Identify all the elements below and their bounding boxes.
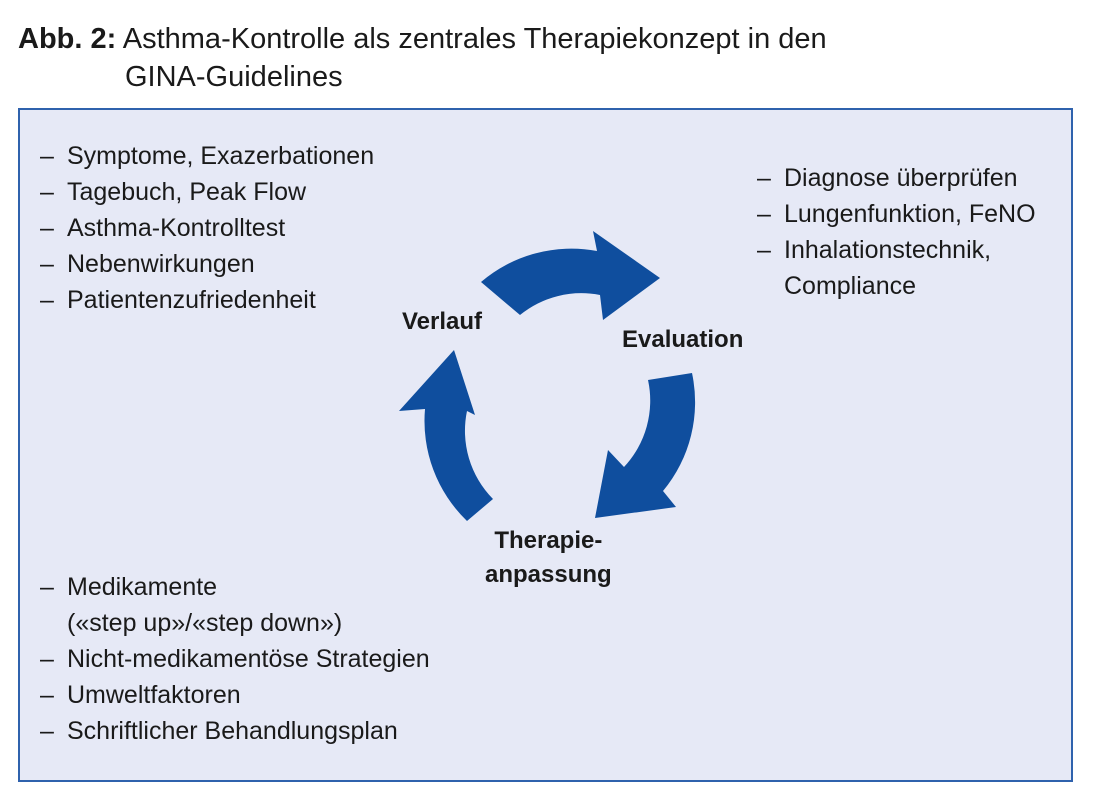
- list-item: Medikamente («step up»/«step down»): [40, 569, 430, 641]
- list-item: Umweltfaktoren: [40, 677, 430, 713]
- list-item: Nebenwirkungen: [40, 246, 374, 282]
- list-item: Nicht-medikamentöse Strategien: [40, 641, 430, 677]
- stage-verlauf: Verlauf: [402, 308, 483, 335]
- stage-evaluation: Evaluation: [622, 326, 744, 353]
- list-item: Inhalationstechnik, Compliance: [757, 232, 1036, 304]
- cycle-arrows: [399, 231, 696, 521]
- list-item: Symptome, Exazerbationen: [40, 138, 374, 174]
- stage-therapie-line1: Therapie-: [494, 527, 603, 554]
- list-item: Patientenzufriedenheit: [40, 282, 374, 318]
- diagram-panel: Symptome, Exazerbationen Tagebuch, Peak …: [18, 108, 1073, 782]
- list-item: Lungenfunktion, FeNO: [757, 196, 1036, 232]
- therapy-adjustment-list: Medikamente («step up»/«step down») Nich…: [40, 569, 430, 749]
- evaluation-list: Diagnose überprüfen Lungenfunktion, FeNO…: [757, 160, 1036, 304]
- list-item: Diagnose überprüfen: [757, 160, 1036, 196]
- arrow-therapie-to-verlauf: [399, 350, 493, 521]
- list-item: Asthma-Kontrolltest: [40, 210, 374, 246]
- monitoring-list: Symptome, Exazerbationen Tagebuch, Peak …: [40, 138, 374, 318]
- figure-title-line1: Asthma-Kontrolle als zentrales Therapiek…: [122, 23, 827, 55]
- arrow-evaluation-to-therapie: [595, 373, 696, 518]
- list-item: Tagebuch, Peak Flow: [40, 174, 374, 210]
- stage-therapie-line2: anpassung: [485, 561, 612, 588]
- list-item: Schriftlicher Behandlungsplan: [40, 713, 430, 749]
- stage-therapieanpassung: Therapie- anpassung: [485, 524, 612, 592]
- figure-title: Abb. 2: Asthma-Kontrolle als zentrales T…: [18, 20, 827, 96]
- arrow-verlauf-to-evaluation: [481, 231, 660, 320]
- figure-label: Abb. 2:: [18, 23, 117, 55]
- figure-title-line2: GINA-Guidelines: [125, 61, 343, 93]
